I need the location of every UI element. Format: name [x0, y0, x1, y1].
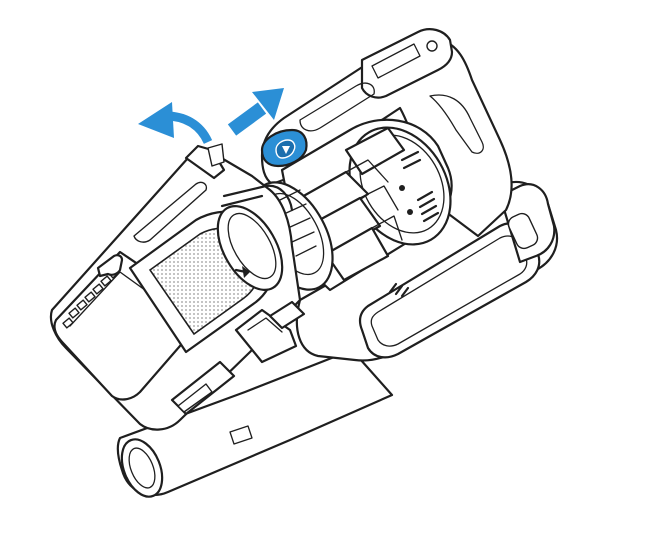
power-button-icon — [426, 40, 438, 52]
vent-slots — [400, 150, 440, 223]
release-button-icon[interactable] — [260, 128, 308, 168]
filter-ring — [216, 204, 284, 292]
dust-bin — [49, 143, 306, 431]
door-release-icon[interactable] — [96, 254, 124, 278]
nozzle-opening — [120, 438, 164, 498]
curved-arrow-left-icon — [138, 102, 213, 145]
straight-arrow-up-right-icon — [227, 88, 284, 136]
